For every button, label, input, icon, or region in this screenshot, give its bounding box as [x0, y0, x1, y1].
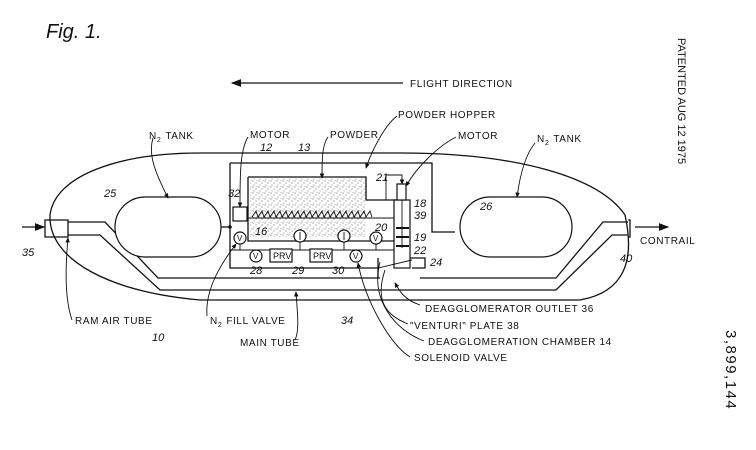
svg-text:V: V	[253, 252, 259, 261]
ref-18: 18	[414, 198, 427, 210]
label-motor-right: MOTOR	[458, 131, 498, 142]
leader-powder	[319, 136, 329, 179]
auger-screw	[251, 209, 373, 219]
flight-direction-label: FLIGHT DIRECTION	[410, 79, 513, 90]
ref-28: 28	[249, 265, 263, 277]
patent-date: PATENTED AUG 12 1975	[675, 38, 687, 164]
ref-22: 22	[413, 245, 426, 257]
label-contrail: CONTRAIL	[640, 236, 695, 247]
ref-32: 32	[228, 188, 240, 200]
ref-21: 21	[375, 172, 388, 184]
valve-20: V	[369, 231, 383, 250]
patent-number-text: 3,899,144	[722, 330, 739, 410]
label-ram-air-tube: RAM AIR TUBE	[75, 316, 153, 327]
leader-n2-tank-left	[150, 137, 169, 199]
ref-20: 20	[374, 222, 388, 234]
label-main-tube: MAIN TUBE	[240, 338, 300, 349]
fill-valve: V	[233, 231, 247, 250]
svg-text:PRV: PRV	[273, 251, 291, 261]
ref-40: 40	[620, 253, 633, 265]
ref-10: 10	[152, 332, 165, 344]
label-solenoid-valve: SOLENOID VALVE	[414, 353, 508, 364]
auger-motor	[232, 206, 248, 222]
ram-air-tube-inlet	[44, 219, 69, 238]
leader-main-tube	[294, 291, 299, 341]
n2-tank-left	[114, 196, 222, 258]
svg-text:V: V	[353, 252, 359, 261]
central-housing	[230, 162, 455, 233]
svg-text:V: V	[373, 234, 379, 243]
prv-1: PRV	[269, 248, 293, 263]
label-deagglomeration-chamber: DEAGGLOMERATION CHAMBER 14	[428, 337, 612, 348]
label-deagglomerator-outlet: DEAGGLOMERATOR OUTLET 36	[425, 304, 594, 315]
leader-venturi-plate	[380, 269, 409, 325]
svg-text:PRV: PRV	[313, 251, 331, 261]
ref-12: 12	[260, 142, 272, 154]
leader-n2-tank-right	[515, 142, 536, 198]
prv-2: PRV	[309, 248, 333, 263]
venturi-plate	[377, 259, 413, 269]
main-tube-outer	[68, 234, 628, 291]
svg-text:V: V	[237, 234, 243, 243]
ref-24: 24	[429, 257, 442, 269]
patent-number: 3,899,144	[722, 330, 739, 410]
leader-deagglomeration-chamber	[377, 261, 425, 342]
leader-deagglomerator-outlet	[394, 282, 421, 306]
housing-left-wall	[229, 163, 378, 269]
label-motor-left: MOTOR	[250, 130, 290, 141]
figure-title: Fig. 1.	[46, 21, 102, 43]
ref-29: 29	[291, 265, 304, 277]
valve-1: V	[249, 249, 263, 263]
ref-25: 25	[103, 188, 117, 200]
contrail-outlet	[628, 219, 631, 238]
powder-hopper-outline	[248, 176, 400, 201]
ref-39: 39	[414, 210, 426, 222]
ref-26: 26	[479, 201, 493, 213]
n2-tank-right	[459, 196, 573, 258]
label-venturi-plate: "VENTURI" PLATE 38	[410, 321, 519, 332]
ref-19: 19	[414, 232, 426, 244]
label-powder-hopper: POWDER HOPPER	[398, 110, 496, 121]
patent-date-text: PATENTED AUG 12 1975	[675, 38, 687, 164]
junction-dot	[228, 225, 232, 229]
leader-powder-hopper	[365, 115, 398, 169]
label-powder: POWDER	[330, 130, 379, 141]
ref-34: 34	[341, 315, 353, 327]
ref-13: 13	[298, 142, 311, 154]
pod-outline	[49, 152, 630, 301]
powder-fill	[250, 177, 366, 237]
ref-35: 35	[22, 247, 35, 259]
ref-16: 16	[255, 226, 268, 238]
ref-30: 30	[332, 265, 345, 277]
leader-ram-air-tube	[65, 237, 73, 321]
leader-motor-right	[405, 136, 457, 187]
deagglomerator-motor	[396, 183, 407, 201]
motor-feed-line	[385, 174, 405, 200]
leader-solenoid-valve	[356, 262, 411, 358]
pressure-gauge-2	[337, 229, 351, 250]
leader-n2-fill-valve	[206, 243, 237, 317]
solenoid-valve: V	[349, 249, 363, 263]
pressure-gauge-1	[293, 229, 307, 250]
leader-motor-left	[237, 136, 249, 208]
